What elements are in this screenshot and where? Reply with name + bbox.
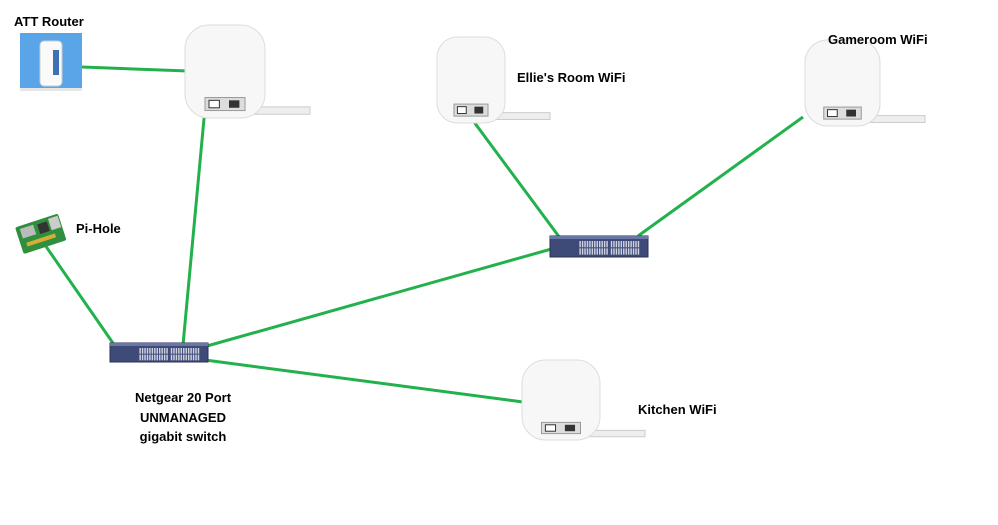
att-router-icon (20, 33, 82, 91)
netgear-switch-icon (109, 342, 209, 363)
devices (15, 24, 926, 441)
label-kitchen-wifi: Kitchen WiFi (638, 402, 717, 417)
link-ellies-room-wifi-to-secondary-switch (472, 121, 562, 239)
kitchen-wifi-icon (521, 359, 646, 441)
links (43, 65, 804, 404)
ellies-room-wifi-icon (436, 36, 551, 124)
switch-label-line: gigabit switch (139, 429, 227, 444)
label-pi-hole: Pi-Hole (76, 221, 121, 236)
label-ellies-room-wifi: Ellie's Room WiFi (517, 70, 626, 85)
link-main-wifi-to-netgear-switch (181, 107, 207, 346)
link-netgear-switch-to-kitchen-wifi (204, 358, 524, 404)
label-netgear-switch: Netgear 20 Port UNMANAGED gigabit switch (113, 388, 253, 447)
link-netgear-switch-to-secondary-switch (206, 246, 556, 348)
switch-label-line: Netgear 20 Port (134, 390, 232, 405)
switch-label-line: UNMANAGED (140, 409, 226, 425)
raspberry-pi-icon (15, 214, 66, 254)
secondary-switch-icon (549, 235, 649, 258)
label-gameroom-wifi: Gameroom WiFi (828, 32, 928, 47)
main-wifi-icon (184, 24, 311, 119)
gameroom-wifi-icon (804, 39, 926, 127)
link-pi-hole-to-netgear-switch (43, 244, 117, 347)
link-secondary-switch-to-gameroom-wifi (637, 115, 804, 238)
link-att-router-to-main-wifi (81, 65, 189, 73)
label-att-router: ATT Router (14, 14, 84, 29)
